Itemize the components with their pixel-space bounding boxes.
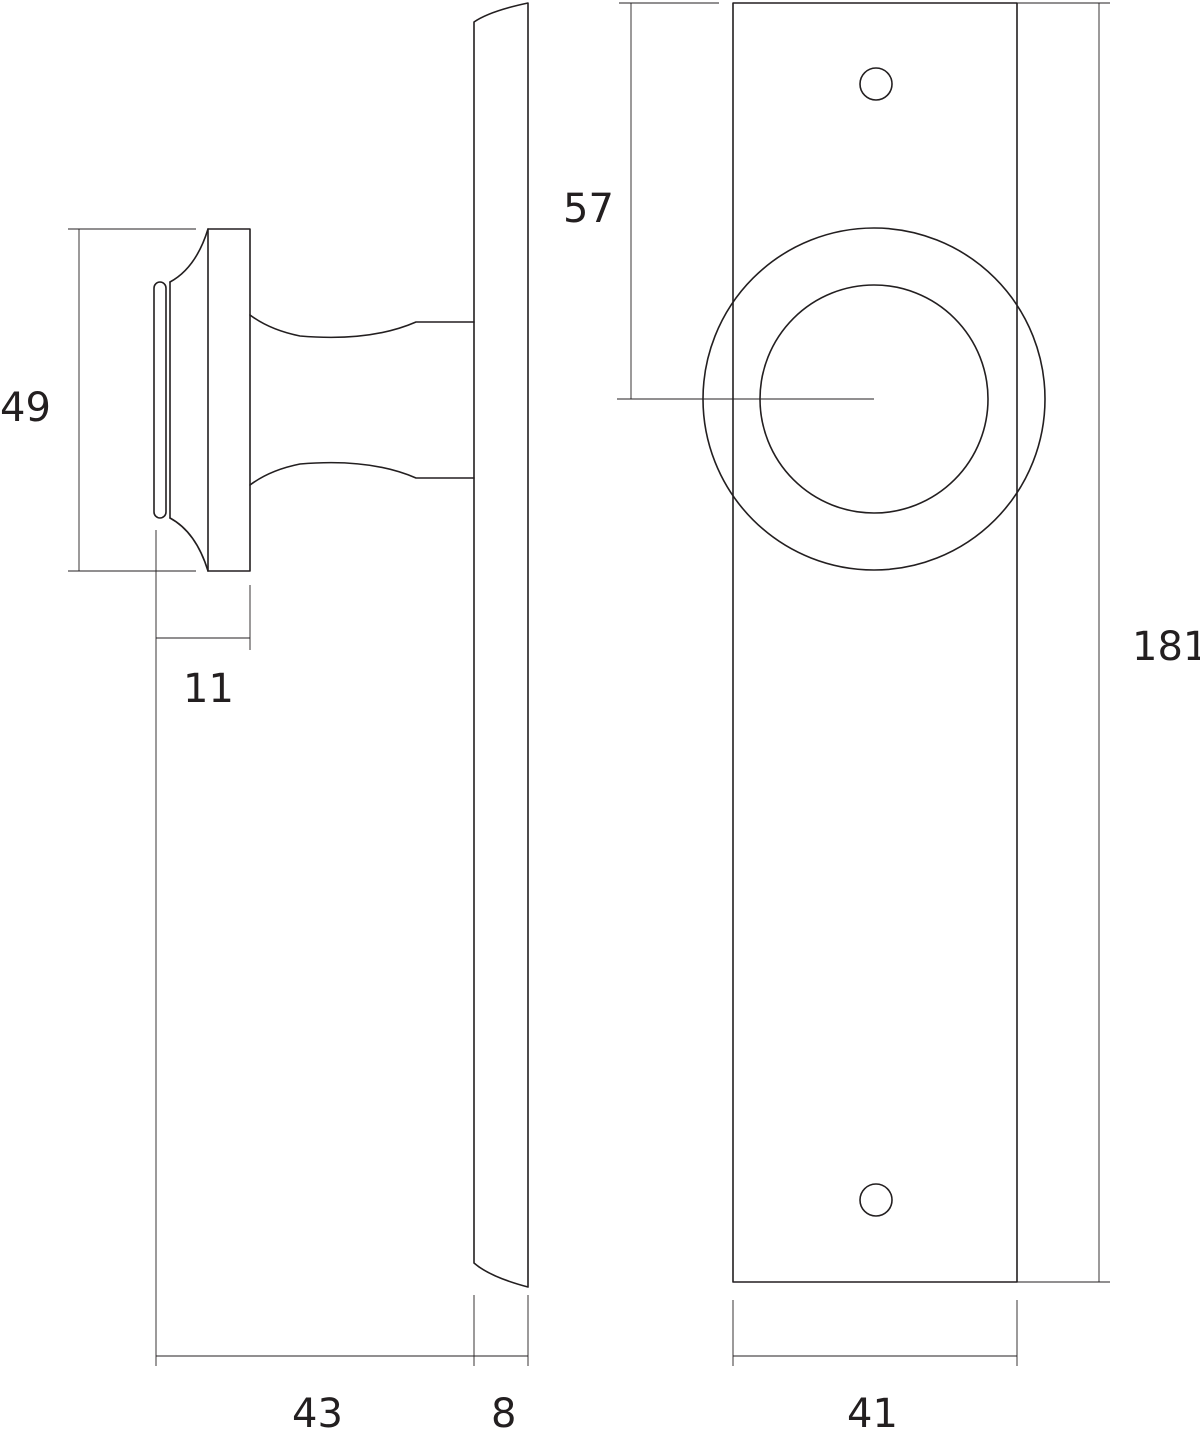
dimension-label: 49 bbox=[0, 385, 51, 431]
screw-hole-top bbox=[859, 67, 893, 101]
dimension-plate-width: 41 bbox=[732, 1300, 1018, 1437]
dimension-knob-projection: 43 bbox=[155, 530, 475, 1437]
knob-neck-side bbox=[249, 314, 475, 339]
dimension-knob-center-height: 57 bbox=[563, 2, 874, 400]
side-view: 49 11 43 8 bbox=[0, 2, 529, 1437]
screw-hole-bottom bbox=[859, 1183, 893, 1217]
dimension-label: 43 bbox=[292, 1391, 343, 1437]
backplate-side-profile bbox=[473, 2, 529, 1288]
dimension-plate-thickness: 8 bbox=[474, 1295, 529, 1437]
knob-front-face bbox=[153, 281, 167, 519]
dimension-knob-diameter: 49 bbox=[0, 228, 196, 572]
dimension-label: 11 bbox=[183, 666, 234, 712]
knob-face-curve-lower bbox=[169, 517, 209, 572]
dimension-plate-height: 181 bbox=[1017, 2, 1200, 1283]
dimension-label: 41 bbox=[847, 1391, 898, 1437]
front-view: 57 181 41 bbox=[563, 2, 1200, 1437]
knob-face-curve bbox=[169, 228, 209, 283]
knob-rose-side bbox=[207, 228, 251, 572]
knob-neck-side-lower bbox=[249, 461, 475, 486]
backplate-front bbox=[732, 2, 1018, 1283]
dimension-label: 8 bbox=[491, 1391, 516, 1437]
dimension-label: 181 bbox=[1132, 624, 1200, 670]
dimension-label: 57 bbox=[563, 186, 614, 232]
dimension-rose-thickness: 11 bbox=[156, 585, 251, 712]
